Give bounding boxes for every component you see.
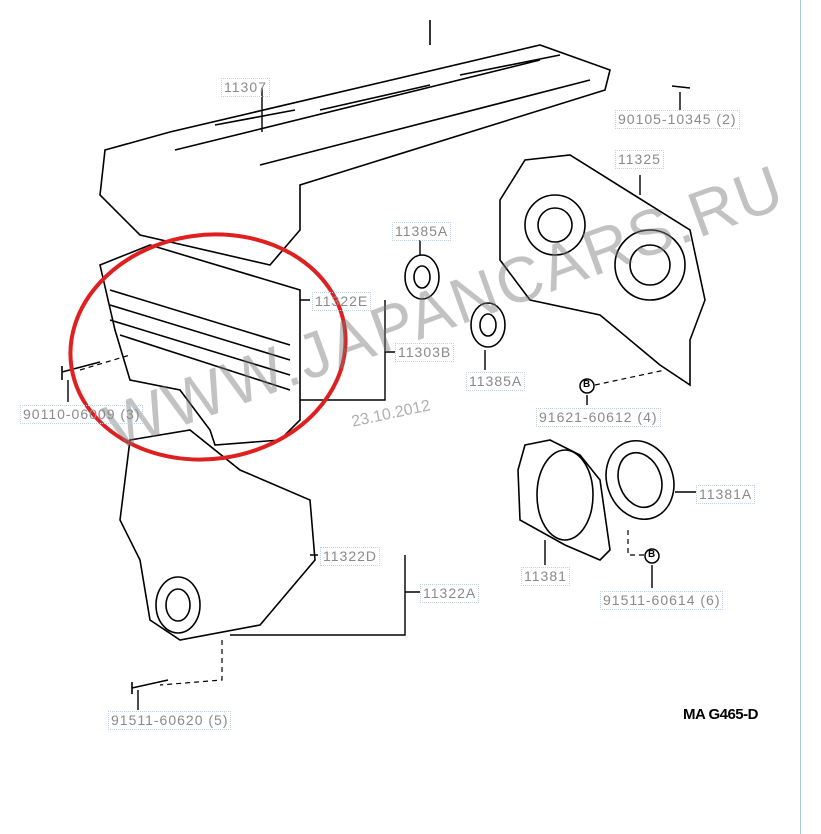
bolt-90110 bbox=[61, 361, 101, 380]
part-11385a-seal-top bbox=[404, 254, 440, 300]
bolt-91511-60620 bbox=[131, 679, 169, 694]
highlight-circle bbox=[68, 232, 348, 462]
label-91511-60620[interactable]: 91511-60620 (5) bbox=[108, 711, 232, 730]
label-11322e[interactable]: 11322E bbox=[312, 292, 372, 311]
bolt-90105 bbox=[671, 85, 691, 89]
label-11385a-top[interactable]: 11385A bbox=[392, 222, 452, 241]
label-11325[interactable]: 11325 bbox=[615, 150, 664, 169]
label-91511-60614[interactable]: 91511-60614 (6) bbox=[600, 591, 724, 610]
label-11381a[interactable]: 11381A bbox=[696, 485, 756, 504]
bolt-marker-91511: B bbox=[648, 549, 656, 560]
label-11381[interactable]: 11381 bbox=[521, 567, 570, 586]
label-91621-60612[interactable]: 91621-60612 (4) bbox=[536, 408, 661, 427]
label-90105-10345[interactable]: 90105-10345 (2) bbox=[615, 110, 740, 129]
bolt-marker-91621: B bbox=[583, 379, 591, 390]
label-11303b[interactable]: 11303B bbox=[395, 343, 455, 362]
frame-border bbox=[800, 0, 801, 834]
part-11307-cover bbox=[99, 44, 611, 266]
label-11322a[interactable]: 11322A bbox=[420, 584, 480, 603]
label-11322d[interactable]: 11322D bbox=[320, 547, 381, 566]
label-11385a-bottom[interactable]: 11385A bbox=[466, 372, 526, 391]
label-11307[interactable]: 11307 bbox=[221, 78, 270, 97]
part-11303b-cover bbox=[99, 244, 301, 446]
part-11385a-seal-bottom bbox=[470, 302, 506, 348]
label-90110-06009[interactable]: 90110-06009 (3) bbox=[20, 405, 144, 424]
part-11381a-seal bbox=[605, 439, 675, 521]
part-11325-plate bbox=[499, 154, 706, 387]
diagram-code: MA G465-D bbox=[683, 706, 758, 723]
